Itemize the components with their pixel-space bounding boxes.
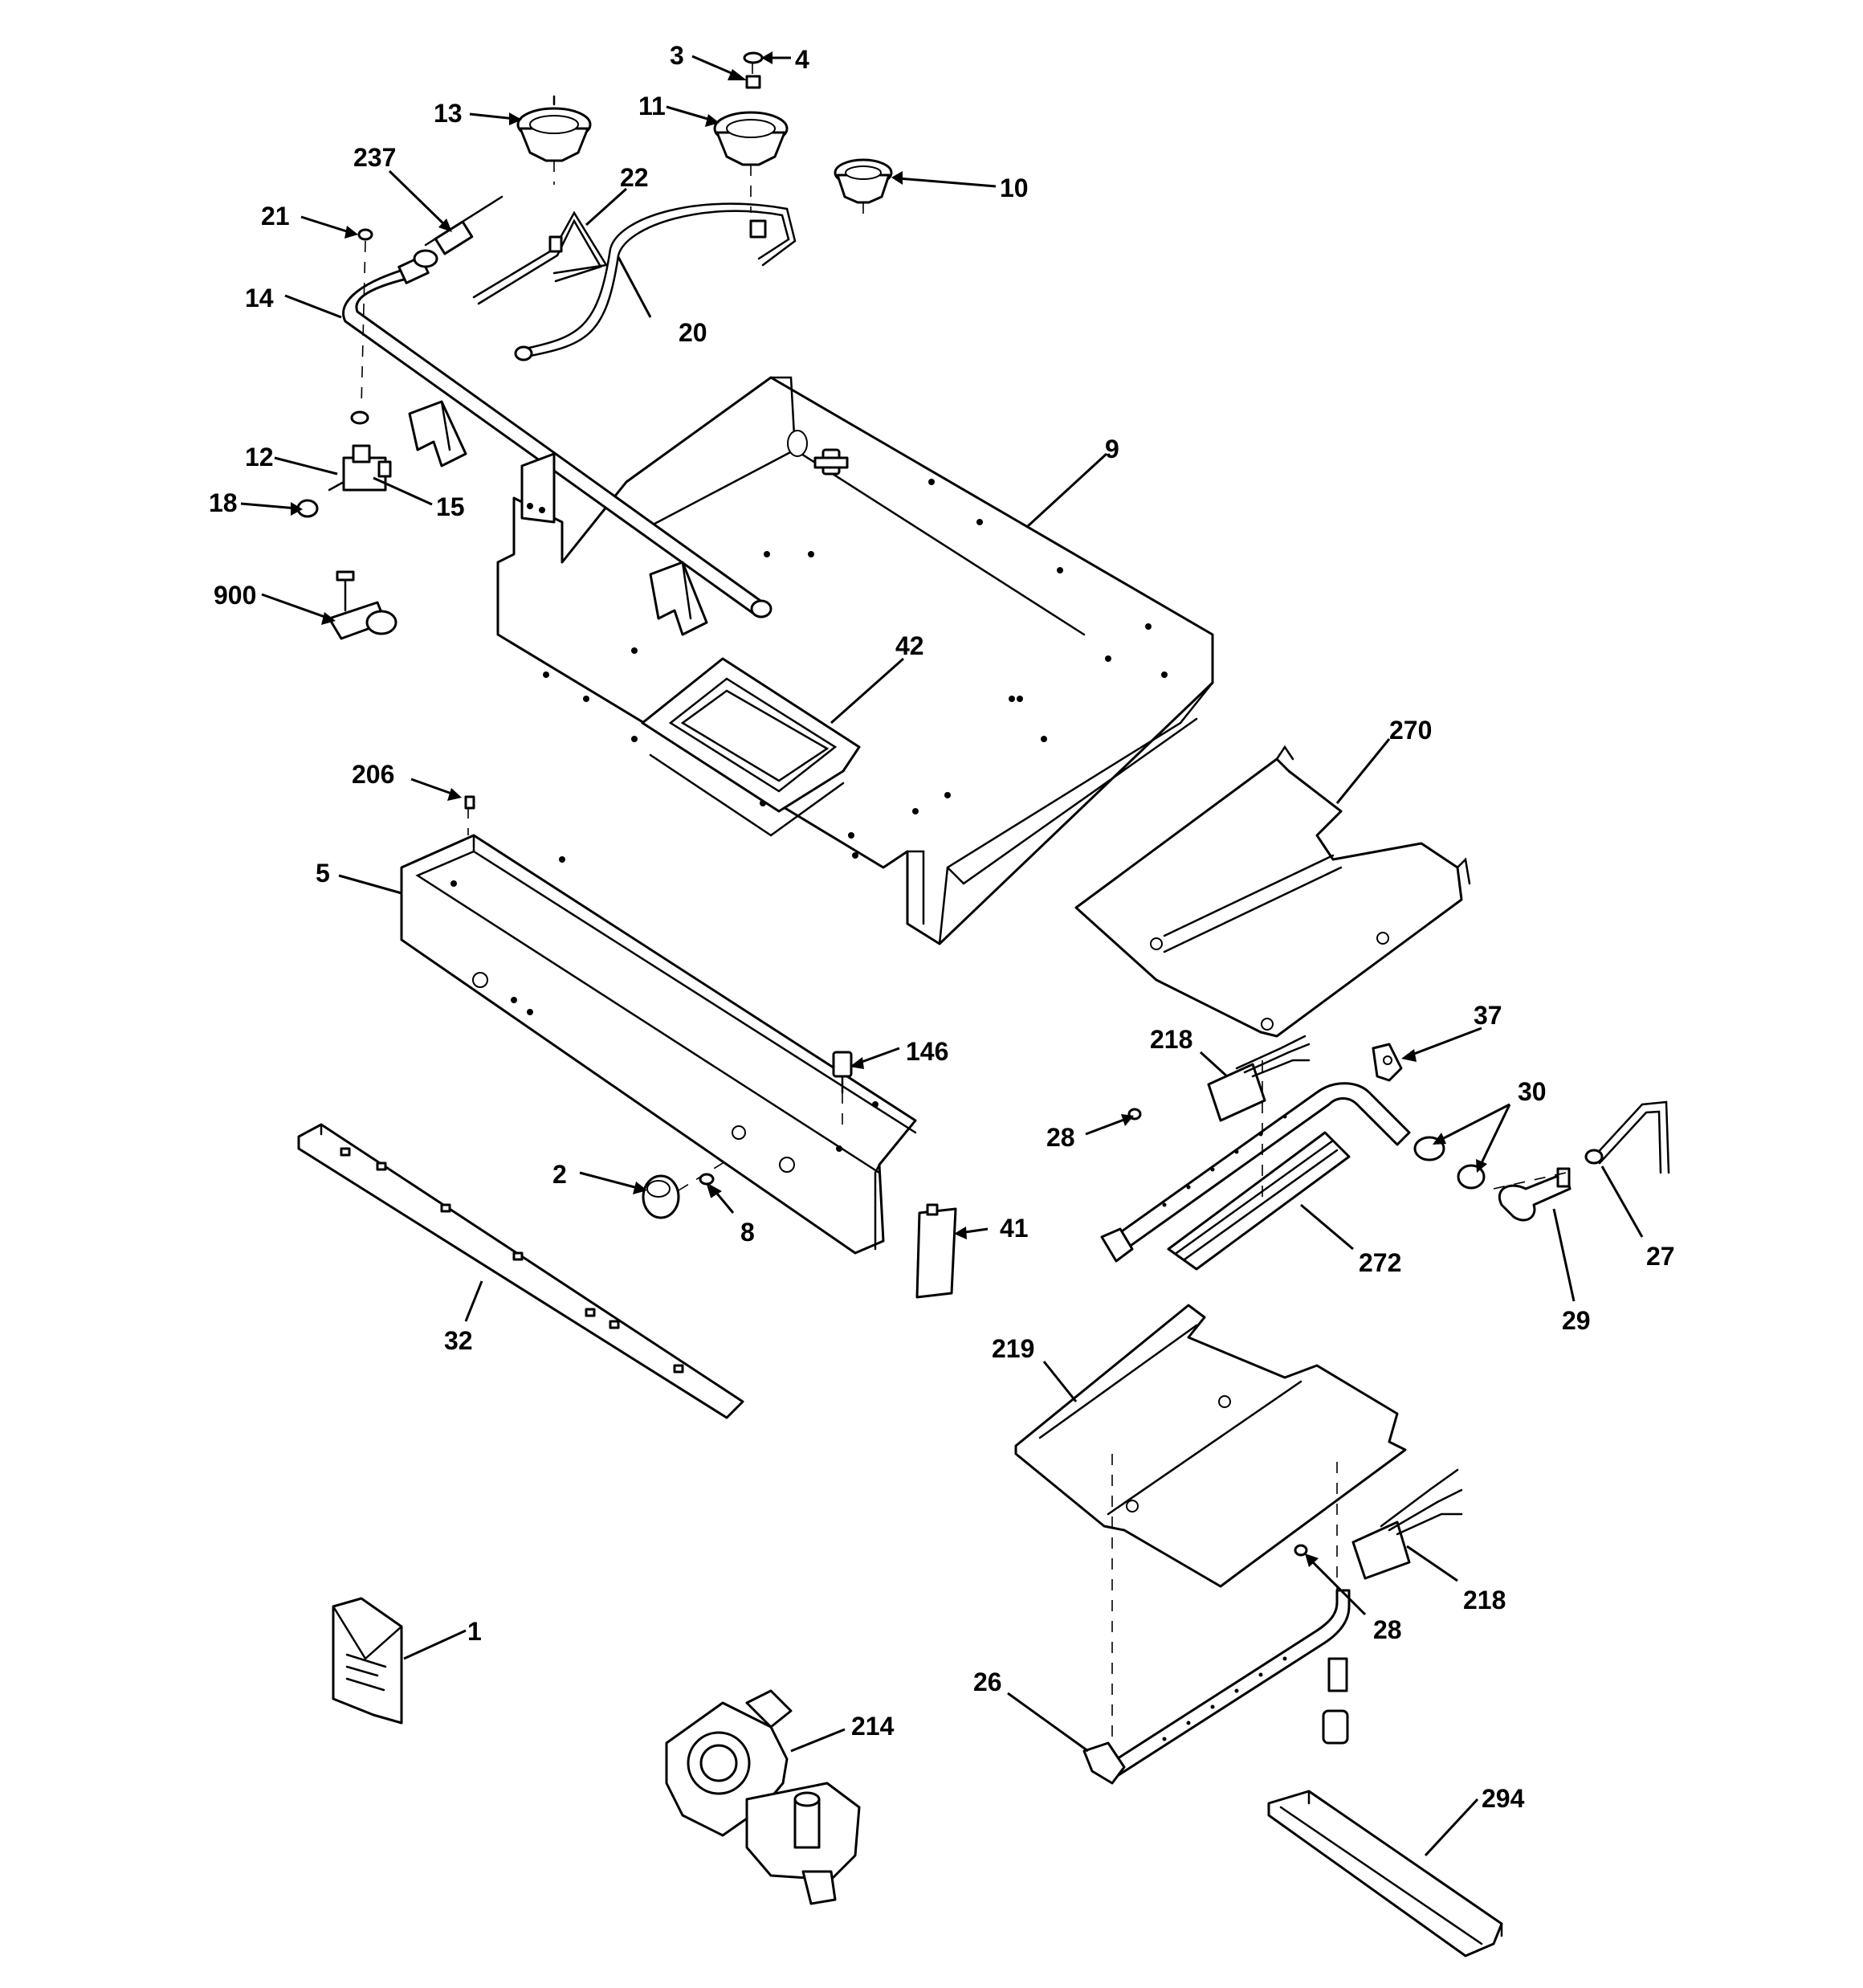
callout-2: 2 — [552, 1160, 567, 1189]
screw-8-part — [699, 1173, 715, 1198]
callout-32: 32 — [444, 1326, 473, 1355]
callout-28-upper: 28 — [1046, 1123, 1075, 1152]
channel-294-part — [1267, 1790, 1503, 1957]
orifice-elbow-part — [1498, 1167, 1572, 1222]
callout-20: 20 — [679, 318, 707, 347]
callout-12: 12 — [245, 443, 274, 471]
bake-burner-26-part — [1082, 1589, 1351, 1785]
callout-29: 29 — [1562, 1306, 1591, 1335]
callout-27: 27 — [1646, 1242, 1675, 1271]
callout-214: 214 — [851, 1712, 895, 1741]
manifold-bracket-left — [408, 400, 467, 467]
gas-valve-214-part — [665, 1689, 861, 1905]
callout-146: 146 — [906, 1037, 948, 1066]
callout-42: 42 — [895, 631, 924, 660]
manifold-bracket-mid — [520, 452, 556, 524]
callout-30: 30 — [1518, 1077, 1547, 1106]
burner-head-11-part — [713, 111, 789, 166]
inlet-fitting-part — [413, 195, 503, 268]
bake-shield-219-part — [1014, 1304, 1407, 1588]
baffle-272-part — [1167, 1131, 1351, 1271]
burner-tube-22-part — [472, 210, 609, 305]
vent-plate-part — [641, 657, 861, 837]
burner-head-13-part — [516, 95, 592, 162]
callout-labels: 1 2 3 4 5 8 9 10 11 12 13 14 15 18 20 21… — [209, 41, 1675, 1813]
callout-37: 37 — [1474, 1001, 1502, 1030]
switch-146-part — [832, 1051, 853, 1094]
callout-219: 219 — [992, 1334, 1034, 1363]
callout-900: 900 — [214, 581, 256, 610]
callout-10: 10 — [1000, 173, 1029, 202]
burner-box-screw-holes — [543, 479, 1168, 859]
callout-41: 41 — [1000, 1214, 1029, 1243]
screw-21-part — [357, 228, 373, 241]
supply-tube-27-part — [1584, 1100, 1670, 1174]
callout-9: 9 — [1105, 435, 1119, 463]
bake-burner-ports — [1162, 1656, 1287, 1741]
trim-strip-part — [297, 1123, 744, 1419]
trim-strip-slots — [340, 1147, 684, 1374]
bracket-900-part — [328, 570, 397, 640]
callout-294: 294 — [1482, 1784, 1525, 1813]
callout-237: 237 — [353, 143, 396, 172]
end-cap-41-part — [915, 1203, 957, 1299]
callout-26: 26 — [973, 1668, 1002, 1696]
manifold-panel-part — [400, 834, 917, 1255]
callout-14: 14 — [245, 284, 274, 312]
callout-3: 3 — [670, 41, 684, 70]
washer-part — [743, 51, 764, 64]
callout-272: 272 — [1359, 1248, 1401, 1277]
burner-head-10-part — [834, 158, 893, 204]
callout-218-lower: 218 — [1463, 1586, 1506, 1614]
screw-28-lower-part — [1294, 1544, 1308, 1557]
callout-206: 206 — [352, 760, 394, 789]
callout-5: 5 — [316, 859, 330, 888]
knob-2-part — [642, 1174, 680, 1219]
leader-lines — [240, 51, 1644, 1857]
literature-envelope-1-part — [332, 1597, 403, 1725]
nut-part — [745, 75, 761, 89]
igniter-218-upper-part — [1207, 1035, 1311, 1122]
manifold-bracket-right — [649, 561, 708, 636]
screw-206-part — [464, 795, 475, 810]
callout-218-upper: 218 — [1150, 1025, 1192, 1054]
callout-28-lower: 28 — [1373, 1615, 1402, 1644]
alignment-lines — [361, 63, 1567, 1739]
callout-11: 11 — [638, 92, 666, 120]
manifold-pipe-part — [342, 255, 773, 636]
callout-15: 15 — [436, 492, 465, 521]
broil-shield-270-part — [1074, 745, 1471, 1038]
callout-4: 4 — [795, 45, 809, 74]
callout-8: 8 — [740, 1218, 755, 1247]
envelope-print — [345, 1653, 387, 1692]
callout-13: 13 — [434, 99, 463, 128]
igniter-218-lower-part — [1351, 1468, 1463, 1580]
callout-1: 1 — [467, 1617, 482, 1646]
burner-tube-20-part — [514, 202, 797, 361]
callout-22: 22 — [620, 163, 649, 192]
callout-21: 21 — [261, 202, 290, 231]
valve-12-part — [328, 410, 392, 492]
burner-box-part — [496, 376, 1214, 945]
callout-270: 270 — [1389, 716, 1432, 745]
callout-18: 18 — [209, 488, 238, 517]
bracket-37-part — [1372, 1043, 1403, 1082]
